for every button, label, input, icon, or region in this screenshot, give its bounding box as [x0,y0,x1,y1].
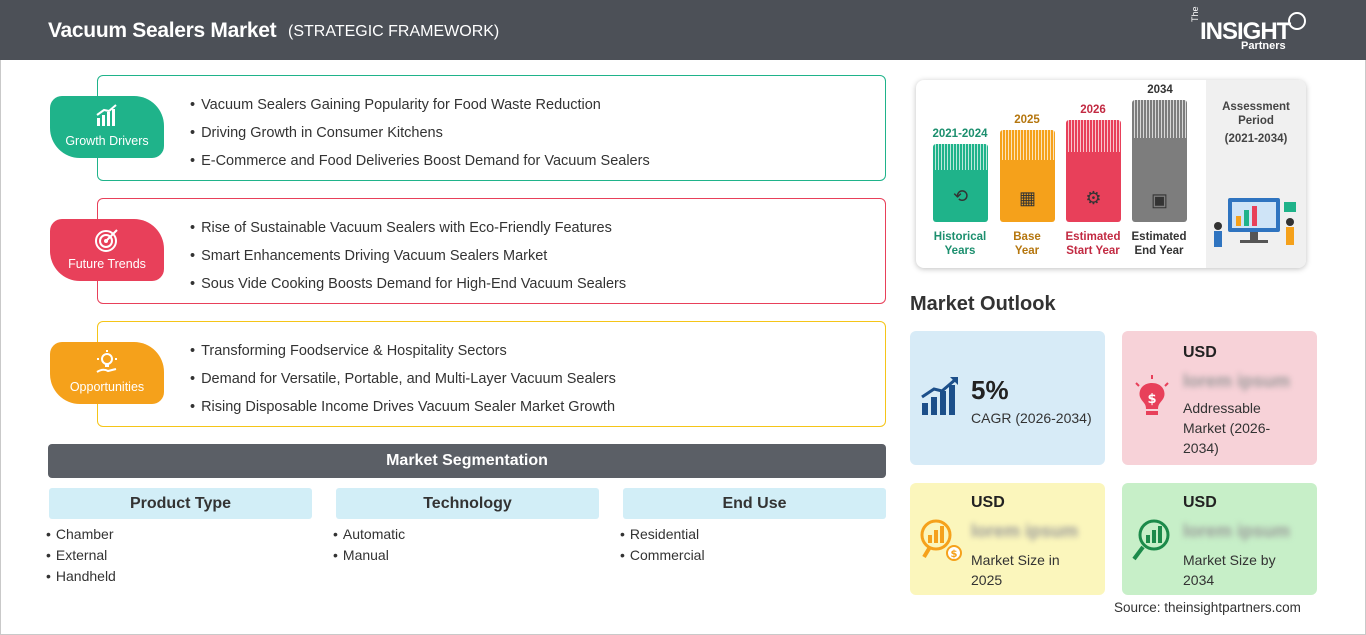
size2025-currency: USD [971,494,1005,511]
assessment-timeline: 2021-2024 ⟲ Historical Years 2025 ▦ Base… [916,80,1306,268]
market-size-2034-tile: USD lorem ipsum Market Size by 2034 [1122,483,1317,595]
growth-chart-icon [921,377,958,415]
size2034-value-blurred: lorem ipsum [1183,521,1291,541]
source-citation: Source: theinsightpartners.com [1114,600,1301,615]
list-item: External [46,546,116,567]
segmentation-title: Market Segmentation [48,444,886,478]
growth-drivers-card: Vacuum Sealers Gaining Popularity for Fo… [97,75,886,181]
timeline-year-start: 2026 [1080,104,1106,116]
timeline-label-start: Estimated Start Year [1065,231,1121,257]
money-bulb-icon: $ [1135,375,1169,415]
monitor-chart-icon: ▣ [1150,190,1168,210]
logo-ring-icon [1288,12,1306,30]
target-icon [94,227,120,253]
list-item: Demand for Versatile, Portable, and Mult… [190,370,616,398]
addressable-value-blurred: lorem ipsum [1183,371,1291,391]
svg-text:$: $ [1147,392,1156,407]
size2034-label: Market Size by 2034 [1183,552,1276,588]
segment-list-product-type: Chamber External Handheld [46,525,116,588]
analysts-illustration-icon [1214,198,1296,247]
list-item: Handheld [46,567,116,588]
future-trends-list: Rise of Sustainable Vacuum Sealers with … [190,219,626,303]
timeline-year-historical: 2021-2024 [932,128,988,140]
list-item: Rise of Sustainable Vacuum Sealers with … [190,219,626,247]
cagr-tile: 5% CAGR (2026-2034) [910,331,1105,465]
timeline-bar-end: ▣ [1132,100,1187,222]
segment-header-product-type: Product Type [49,488,312,519]
segment-header-end-use: End Use [623,488,886,519]
list-item: Transforming Foodservice & Hospitality S… [190,342,616,370]
magnifier-coin-icon: $ [920,519,962,561]
cagr-value: 5% [971,375,1009,405]
list-item: Driving Growth in Consumer Kitchens [190,124,650,152]
list-item: Residential [620,525,705,546]
header-bar: Vacuum Sealers Market (STRATEGIC FRAMEWO… [0,0,1366,60]
list-item: Vacuum Sealers Gaining Popularity for Fo… [190,96,650,124]
logo-partners: Partners [1241,40,1286,52]
magnifier-growth-icon [1132,519,1170,561]
assessment-period-label: Assessment Period (2021-2034) [1222,101,1290,145]
opportunities-card: Transforming Foodservice & Hospitality S… [97,321,886,427]
opportunities-list: Transforming Foodservice & Hospitality S… [190,342,616,426]
timeline-label-end: Estimated End Year [1131,231,1187,257]
timeline-label-historical: Historical Years [933,231,987,257]
market-outlook-title: Market Outlook [910,293,1056,315]
bar-chart-icon [94,104,120,130]
future-trends-badge: Future Trends [50,219,164,281]
timeline-bar-historical: ⟲ [933,144,988,222]
future-trends-card: Rise of Sustainable Vacuum Sealers with … [97,198,886,304]
growth-drivers-list: Vacuum Sealers Gaining Popularity for Fo… [190,96,650,180]
segment-list-end-use: Residential Commercial [620,525,705,567]
list-item: Smart Enhancements Driving Vacuum Sealer… [190,247,626,275]
list-item: Chamber [46,525,116,546]
page-subtitle: (STRATEGIC FRAMEWORK) [288,23,500,40]
size2025-value-blurred: lorem ipsum [971,521,1079,541]
start-gear-icon: ⚙ [1085,188,1102,208]
timeline-bar-start: ⚙ [1066,120,1121,222]
cagr-label: CAGR (2026-2034) [971,410,1092,426]
market-size-2025-tile: $ USD lorem ipsum Market Size in 2025 [910,483,1105,595]
list-item: E-Commerce and Food Deliveries Boost Dem… [190,152,650,180]
insight-partners-logo[interactable]: The INSIGHT Partners [1190,6,1320,54]
timeline-year-base: 2025 [1014,114,1040,126]
logo-the: The [1190,6,1200,22]
growth-drivers-label: Growth Drivers [65,134,149,148]
list-item: Sous Vide Cooking Boosts Demand for High… [190,275,626,303]
logo-insight: INSIGHT [1200,18,1291,45]
addressable-label: Addressable Market (2026-2034) [1183,400,1271,456]
calendar-icon: ▦ [1018,188,1036,208]
list-item: Commercial [620,546,705,567]
size2025-label: Market Size in 2025 [971,552,1060,588]
lightbulb-hand-icon [94,350,120,376]
segment-header-technology: Technology [336,488,599,519]
svg-text:$: $ [951,549,958,560]
addressable-market-tile: $ USD lorem ipsum Addressable Market (20… [1122,331,1317,465]
opportunities-label: Opportunities [69,380,145,394]
segment-list-technology: Automatic Manual [333,525,405,567]
history-clock-icon: ⟲ [952,186,969,206]
timeline-bar-base: ▦ [1000,130,1055,222]
page-title: Vacuum Sealers Market [48,19,277,42]
list-item: Automatic [333,525,405,546]
assessment-period-panel: Assessment Period (2021-2034) [1206,80,1306,268]
future-trends-label: Future Trends [68,257,146,271]
addressable-currency: USD [1183,344,1217,361]
list-item: Manual [333,546,405,567]
opportunities-badge: Opportunities [50,342,164,404]
timeline-label-base: Base Year [1013,231,1041,257]
timeline-year-end: 2034 [1147,84,1173,96]
size2034-currency: USD [1183,494,1217,511]
list-item: Rising Disposable Income Drives Vacuum S… [190,398,616,426]
growth-drivers-badge: Growth Drivers [50,96,164,158]
